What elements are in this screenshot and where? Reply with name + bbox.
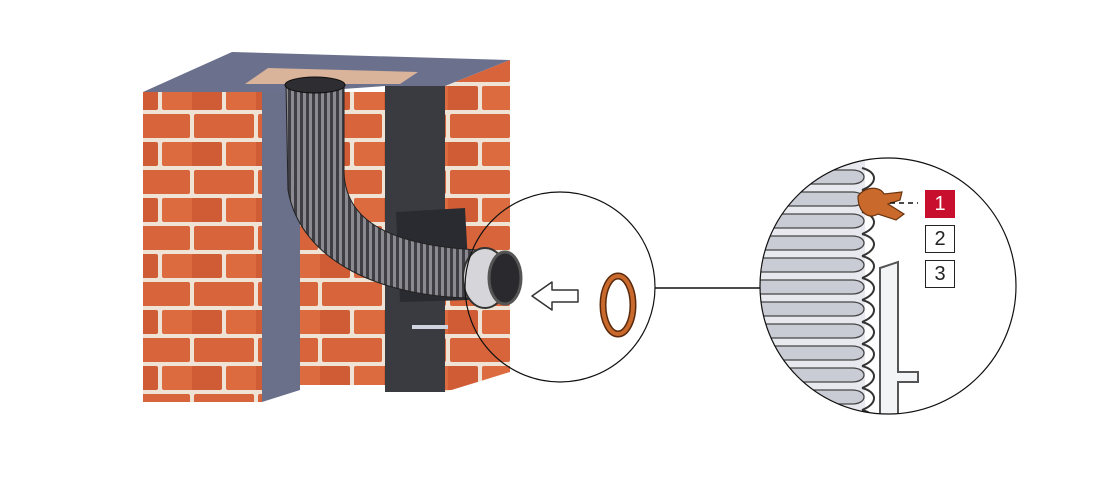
corrugation-wave — [861, 343, 875, 367]
corrugation-wave — [861, 409, 875, 414]
corrugation-rib — [760, 279, 865, 295]
corrugation-rib — [760, 235, 865, 251]
corrugation-rib — [760, 301, 865, 317]
liner-end-opening — [487, 250, 523, 306]
callout-3-label: 3 — [934, 262, 946, 285]
corrugation-rib — [760, 257, 865, 273]
corrugation-wave — [861, 321, 875, 345]
corrugation-rib — [760, 411, 865, 414]
inner-sleeve — [879, 260, 919, 414]
callout-1: 1 — [925, 190, 955, 218]
corrugation-wave — [861, 167, 875, 191]
callout-2-label: 2 — [934, 227, 946, 250]
callout-3: 3 — [925, 260, 955, 288]
corrugation-wave — [861, 387, 875, 411]
seal-detail — [857, 187, 906, 221]
brick-face-right — [445, 60, 510, 392]
liner-top-opening — [284, 76, 346, 94]
corrugation-wave — [861, 277, 875, 301]
zoom-detail — [760, 158, 1016, 414]
detail-circle-insert — [464, 191, 656, 383]
corrugation-rib — [760, 169, 865, 185]
flexible-liner — [284, 76, 523, 309]
callout-1-label: 1 — [934, 192, 946, 215]
wall-slot — [412, 325, 448, 329]
corrugation-rib — [760, 345, 865, 361]
corrugation-rib — [760, 323, 865, 339]
corrugation-rib — [760, 367, 865, 383]
seal-ring — [599, 272, 637, 338]
corrugation-rib — [760, 191, 865, 207]
corrugation-wave — [861, 299, 875, 323]
corrugation-wave — [861, 233, 875, 257]
detail-circle-zoom — [759, 157, 1017, 415]
flue-opening — [245, 68, 418, 84]
hollow-arrow-left-icon — [531, 281, 579, 311]
corrugation-rib — [760, 389, 865, 405]
callout-2: 2 — [925, 225, 955, 253]
corrugation-wave — [861, 255, 875, 279]
brick-face-left — [143, 92, 262, 402]
corrugation-wave — [861, 365, 875, 389]
corrugation-rib — [760, 213, 865, 229]
